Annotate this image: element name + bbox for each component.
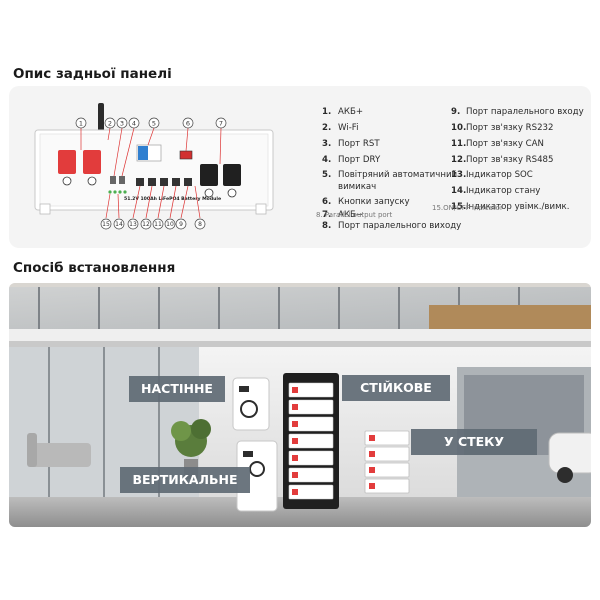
- rs485-port: [148, 178, 156, 186]
- legend-item-3: 3.Порт RST: [322, 139, 380, 149]
- label-rack-mounted: СТІЙКОВЕ: [342, 375, 450, 401]
- start-button-icon: [179, 150, 193, 160]
- callout-14: 14: [115, 221, 123, 228]
- callout-13: 13: [129, 221, 137, 228]
- callout-3: 3: [120, 119, 124, 127]
- dry-port: [119, 176, 125, 184]
- ghost-text-left: 8. Parallel output port: [316, 211, 393, 219]
- legend-item-11: 11.Порт зв'язку CAN: [451, 139, 544, 149]
- callout-15: 15: [102, 221, 110, 228]
- legend-item-9: 9.Порт паралельного входу: [451, 107, 584, 117]
- callout-5: 5: [152, 119, 156, 127]
- callout-11: 11: [154, 221, 162, 228]
- legend-item-13: 13.Індикатор SOC: [451, 170, 533, 180]
- legend-item-5-cont: вимикач: [338, 182, 377, 192]
- callout-7: 7: [219, 119, 223, 127]
- callout-12: 12: [142, 221, 150, 228]
- legend-item-5: 5.Повітряний автоматичний: [322, 170, 458, 180]
- ghost-text-right: 15.ON/OFF indicator: [432, 204, 503, 212]
- can-port: [160, 178, 168, 186]
- label-wall-mounted: НАСТІННЕ: [129, 376, 225, 402]
- scene-illustration: [9, 283, 591, 527]
- rst-port: [110, 176, 116, 184]
- label-stacked: У СТЕКУ: [411, 429, 537, 455]
- legend-item-4: 4.Порт DRY: [322, 155, 381, 165]
- installation-scene: НАСТІННЕ СТІЙКОВЕ У СТЕКУ ВЕРТИКАЛЬНЕ: [9, 283, 591, 527]
- rear-panel-diagram: 51.2V 100Ah LiFePO4 Battery Module 1 2 3…: [34, 103, 274, 230]
- battery-positive-terminal-a: [58, 150, 76, 174]
- legend-item-8: 8.Порт паралельного виходу: [322, 221, 462, 231]
- callout-4: 4: [132, 119, 136, 127]
- air-breaker: [138, 146, 148, 160]
- stacked-modules: [364, 430, 410, 494]
- parallel-in-port: [184, 178, 192, 186]
- install-title: Спосіб встановлення: [13, 260, 176, 276]
- callout-1: 1: [79, 119, 83, 127]
- legend-item-2: 2.Wi-Fi: [322, 123, 359, 133]
- legend-item-7: 7.АКБ−: [322, 210, 364, 220]
- callout-9: 9: [179, 221, 183, 228]
- legend-item-6: 6.Кнопки запуску: [322, 197, 410, 207]
- rear-panel-title: Опис задньої панелі: [13, 66, 172, 82]
- battery-positive-terminal-b: [83, 150, 101, 174]
- label-vertical: ВЕРТИКАЛЬНЕ: [120, 467, 250, 493]
- legend-item-14: 14.Індикатор стану: [451, 186, 541, 196]
- soc-indicator-port: [136, 178, 144, 186]
- legend-item-1: 1.АКБ+: [322, 107, 364, 117]
- rs232-port: [172, 178, 180, 186]
- wall-unit: [232, 377, 270, 431]
- module-label: 51.2V 100Ah LiFePO4 Battery Module: [124, 196, 221, 202]
- legend-item-10: 10.Порт зв'язку RS232: [451, 123, 554, 133]
- battery-negative-terminal-a: [200, 164, 218, 186]
- callout-2: 2: [108, 119, 112, 127]
- callout-8: 8: [198, 221, 202, 228]
- legend-item-12: 12.Порт зв'язку RS485: [451, 155, 554, 165]
- battery-negative-terminal-b: [223, 164, 241, 186]
- legend-item-15: 15.Індикатор увімк./вимк.: [451, 202, 570, 212]
- callout-10: 10: [166, 221, 174, 228]
- callout-6: 6: [186, 119, 190, 127]
